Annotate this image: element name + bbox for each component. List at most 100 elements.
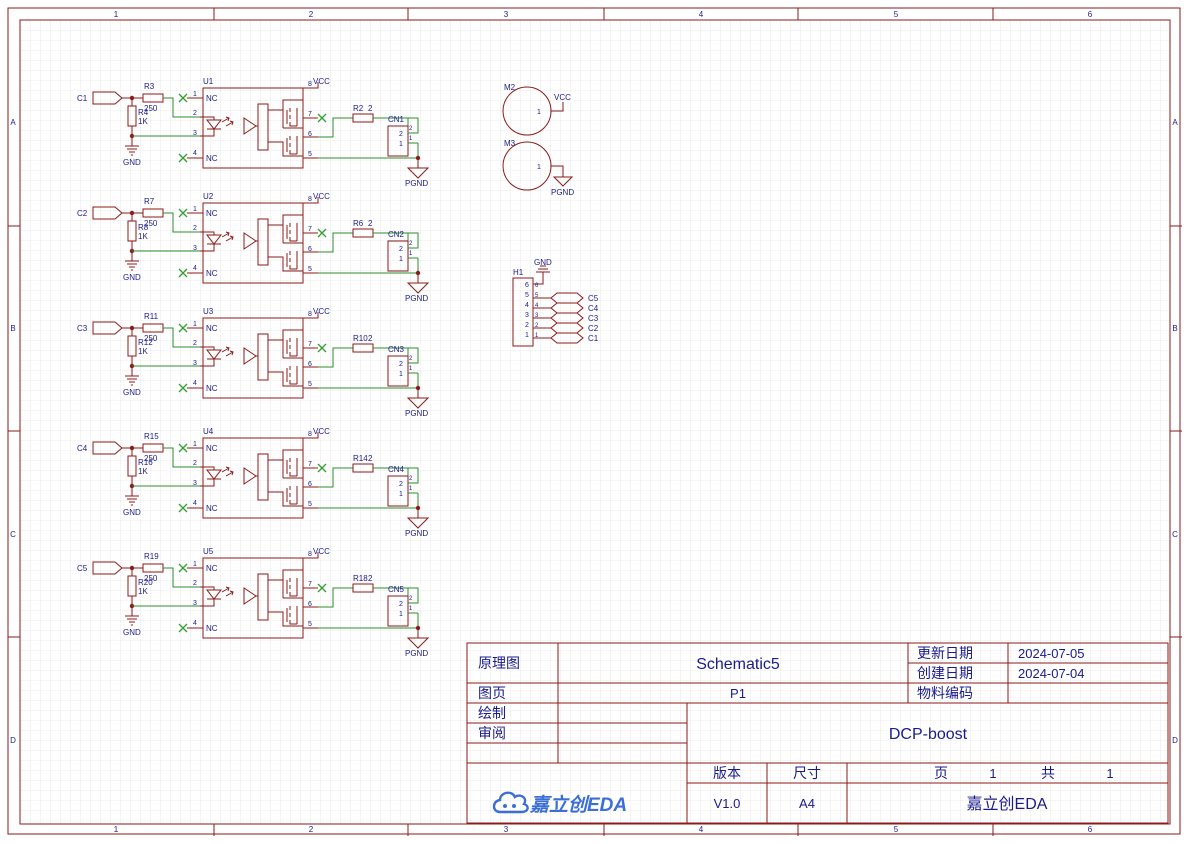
updated-label: 更新日期 xyxy=(917,645,973,661)
pin-number: 1 xyxy=(193,91,197,98)
pin-number: 6 xyxy=(535,283,539,289)
pin-number: 5 xyxy=(525,292,529,299)
col-label: 3 xyxy=(504,10,509,19)
pin-number: 7 xyxy=(308,226,312,233)
inner-frame xyxy=(19,19,1171,825)
pin-name: NC xyxy=(206,154,218,163)
pin-number: 1 xyxy=(409,251,413,257)
pin-number: 7 xyxy=(308,111,312,118)
pgnd-label: PGND xyxy=(405,409,428,418)
title-block xyxy=(466,642,1169,824)
net-label: PGND xyxy=(551,188,574,197)
resistor-value: 2 xyxy=(368,454,373,463)
resistor-value: 1K xyxy=(138,587,148,596)
mount-hole-m3[interactable]: M3 1 PGND xyxy=(502,139,574,197)
pin-number: 5 xyxy=(308,621,312,628)
input-net-label: C5 xyxy=(77,564,88,573)
pin-number: 3 xyxy=(193,480,197,487)
pin-number: 3 xyxy=(525,312,529,319)
pin-number: 5 xyxy=(308,266,312,273)
pin-name: NC xyxy=(206,564,218,573)
outer-frame xyxy=(7,7,1181,835)
pin-number: 2 xyxy=(193,110,197,117)
pin-number: 2 xyxy=(525,322,529,329)
gnd-label: GND xyxy=(123,158,141,167)
frame-row-labels: A B C D A B C D xyxy=(10,118,1178,745)
pin-number: 1 xyxy=(537,109,541,116)
grid xyxy=(20,20,1170,824)
review-label: 审阅 xyxy=(478,725,506,741)
resistor-ref: R12 xyxy=(138,338,153,347)
pin-number: 2 xyxy=(399,246,403,253)
ic-ref: U4 xyxy=(203,427,214,436)
pin-number: 1 xyxy=(399,371,403,378)
gnd-label: GND xyxy=(123,273,141,282)
pin-number: 6 xyxy=(308,481,312,488)
connector-ref: CN5 xyxy=(388,585,405,594)
schematic-name: Schematic5 xyxy=(696,656,780,673)
pin-name: NC xyxy=(206,269,218,278)
ref-label: M2 xyxy=(504,83,516,92)
gnd-label: GND xyxy=(123,628,141,637)
pin-number: 1 xyxy=(193,206,197,213)
pin-number: 2 xyxy=(193,340,197,347)
type-label: 原理图 xyxy=(478,655,520,671)
pin-number: 4 xyxy=(193,620,197,627)
pin-number: 2 xyxy=(399,361,403,368)
col-label: 5 xyxy=(894,10,899,19)
vcc-label: VCC xyxy=(313,547,330,556)
material-label: 物料编码 xyxy=(917,685,973,701)
ref-label: H1 xyxy=(513,268,524,277)
pin-number: 5 xyxy=(308,151,312,158)
net-label: C2 xyxy=(588,324,599,333)
project-name: DCP-boost xyxy=(889,726,968,743)
pin-number: 5 xyxy=(308,381,312,388)
resistor-value: 250 xyxy=(144,454,158,463)
row-label: D xyxy=(1172,736,1178,745)
pin-name: NC xyxy=(206,324,218,333)
pgnd-label: PGND xyxy=(405,294,428,303)
net-flag xyxy=(533,332,584,344)
pin-number: 4 xyxy=(535,303,539,309)
ic-ref: U1 xyxy=(203,77,214,86)
pin-number: 1 xyxy=(193,321,197,328)
cloud-logo-icon xyxy=(492,791,529,814)
pin-number: 1 xyxy=(399,256,403,263)
col-label: 6 xyxy=(1088,825,1093,834)
company-name: 嘉立创EDA xyxy=(967,795,1048,813)
resistor-value: 1K xyxy=(138,117,148,126)
mount-hole-m2[interactable]: M2 1 VCC xyxy=(502,83,571,136)
resistor-value: 2 xyxy=(368,104,373,113)
connector-ref: CN1 xyxy=(388,115,405,124)
pin-number: 2 xyxy=(193,460,197,467)
gnd-label: GND xyxy=(123,388,141,397)
input-net-label: C4 xyxy=(77,444,88,453)
input-net-label: C3 xyxy=(77,324,88,333)
page-value: P1 xyxy=(730,686,746,701)
resistor-ref: R8 xyxy=(138,223,149,232)
row-label: A xyxy=(1172,118,1178,127)
pin-number: 6 xyxy=(525,282,529,289)
pin-number: 4 xyxy=(193,150,197,157)
pgnd-label: PGND xyxy=(405,649,428,658)
pin-number: 4 xyxy=(525,302,529,309)
col-label: 4 xyxy=(699,10,704,19)
pin-name: NC xyxy=(206,384,218,393)
vcc-label: VCC xyxy=(313,77,330,86)
pin-number: 7 xyxy=(308,341,312,348)
col-label: 3 xyxy=(504,825,509,834)
pin-name: NC xyxy=(206,209,218,218)
pin-number: 6 xyxy=(308,361,312,368)
col-label: 5 xyxy=(894,825,899,834)
resistor-ref: R6 xyxy=(353,219,364,228)
created-label: 创建日期 xyxy=(917,665,973,681)
resistor-ref: R7 xyxy=(144,197,155,206)
net-label: C5 xyxy=(588,294,599,303)
